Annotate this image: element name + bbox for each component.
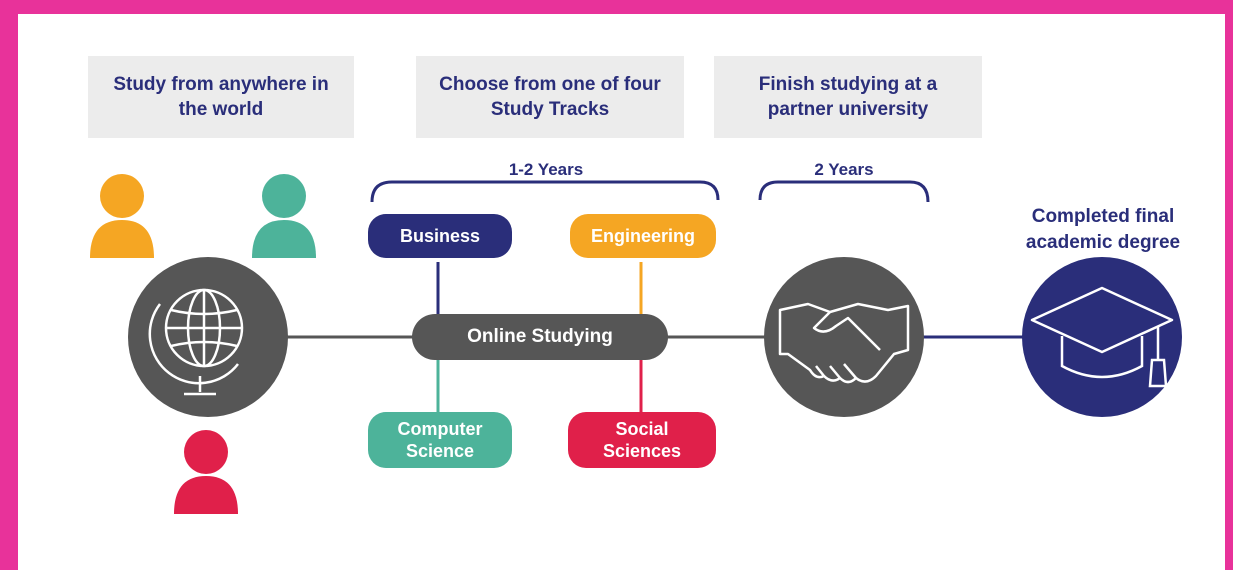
header-study-anywhere: Study from anywhere in the world (88, 56, 354, 138)
track-engineering: Engineering (570, 214, 716, 258)
track-computer-science: Computer Science (368, 412, 512, 468)
outcome-label: Completed final academic degree (1025, 206, 1181, 253)
track-business: Business (368, 214, 512, 258)
globe-icon (128, 257, 288, 417)
diagram-canvas: Study from anywhere in the world Choose … (18, 14, 1225, 570)
bracket-tracks (370, 180, 720, 203)
duration-label-partner: 2 Years (814, 160, 874, 179)
diagram-graphics (90, 174, 1182, 514)
header-study-tracks: Choose from one of four Study Tracks (416, 56, 684, 138)
track-social-sciences: Social Sciences (568, 412, 716, 468)
graduation-cap-icon (1022, 257, 1182, 417)
bracket-partner (758, 180, 930, 203)
handshake-icon (764, 257, 924, 417)
person-icon (252, 174, 316, 258)
person-icon (90, 174, 154, 258)
online-studying-label: Online Studying (412, 314, 668, 360)
header-partner-university: Finish studying at a partner university (714, 56, 982, 138)
duration-label-tracks: 1-2 Years (508, 160, 584, 179)
person-icon (174, 430, 238, 514)
